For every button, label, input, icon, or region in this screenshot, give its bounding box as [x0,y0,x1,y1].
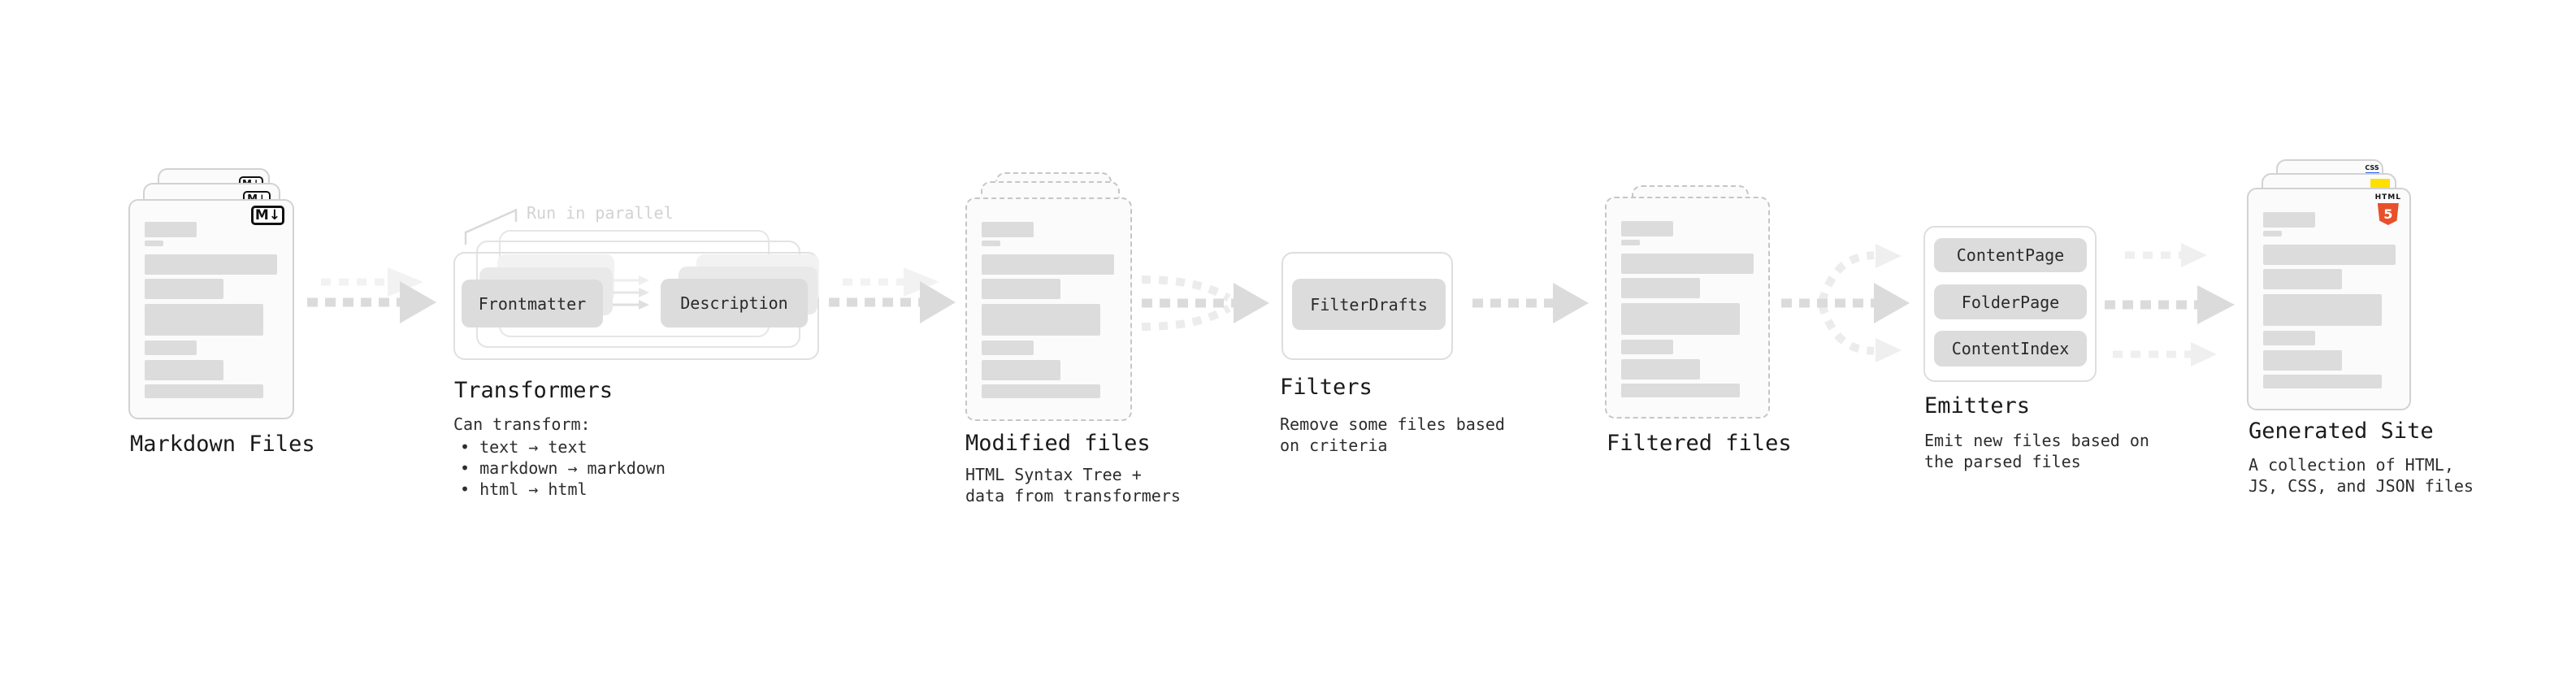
skeleton-bar [145,222,197,237]
generated-desc-line2: JS, CSS, and JSON files [2249,476,2474,496]
skeleton-bar [2263,331,2315,345]
skeleton-bar [1621,359,1700,380]
skeleton-bar [145,384,263,398]
transformers-desc-heading: Can transform: [453,414,591,434]
modified-desc-line1: HTML Syntax Tree + [965,465,1142,484]
emitters-desc-line2: the parsed files [1924,452,2081,471]
skeleton-bar [145,340,197,355]
transformers-bullet: • text → text [460,437,588,457]
skeleton-bar [2263,269,2342,289]
transformer-box-front [453,252,819,360]
transformers-bullet: • html → html [460,479,588,499]
stage-title-filters: Filters [1280,375,1373,400]
skeleton-bar [982,241,1000,246]
emitters-desc-line1: Emit new files based on [1924,431,2149,450]
skeleton-bar [145,304,263,336]
skeleton-bar [982,254,1114,275]
skeleton-bar [1621,384,1740,397]
stage-title-emitters: Emitters [1924,393,2031,419]
file-card-front: M↓ [128,199,294,419]
arrow-modified-to-filters-icon [1141,275,1269,331]
arrow-filtered-to-emitters-icon [1781,244,1910,362]
skeleton-bar [145,241,163,246]
stage-title-transformers: Transformers [454,378,614,403]
stage-title-filtered-files: Filtered files [1607,431,1792,456]
arrow-markdown-to-transformers-icon [307,267,436,323]
css-badge-label: CSS [2365,164,2379,171]
skeleton-bar [2263,350,2342,371]
skeleton-bar [1621,340,1673,354]
skeleton-bar [982,360,1060,380]
filters-desc-line1: Remove some files based [1280,414,1505,434]
arrow-filters-to-filtered-icon [1472,283,1589,323]
filterdrafts-pill: FilterDrafts [1292,279,1446,330]
skeleton-bar [2263,245,2396,265]
skeleton-bar [1621,254,1754,274]
skeleton-bar [2263,231,2282,236]
skeleton-bar [145,254,277,275]
skeleton-bar [145,360,223,380]
contentindex-pill: ContentIndex [1934,331,2087,367]
html5-badge-icon: HTML 5 [2375,194,2401,225]
html5-badge-label: HTML [2374,193,2401,202]
skeleton-bar [2263,212,2315,228]
skeleton-bar [1621,221,1673,236]
skeleton-bar [982,222,1034,237]
stage-title-generated-site: Generated Site [2249,419,2434,444]
frontmatter-pill: Frontmatter [462,280,603,327]
skeleton-bar [2263,294,2382,326]
folderpage-pill: FolderPage [1934,284,2087,319]
skeleton-bar [982,384,1100,398]
generated-desc-line1: A collection of HTML, [2249,455,2454,475]
file-card-front [1605,197,1770,419]
skeleton-bar [982,279,1060,299]
skeleton-bar [982,304,1100,336]
html5-badge-number: 5 [2383,206,2393,222]
file-card-front: HTML 5 [2247,188,2411,410]
skeleton-bar [145,279,223,299]
skeleton-bar [1621,303,1740,335]
stage-title-modified-files: Modified files [965,431,1151,456]
stage-title-markdown-files: Markdown Files [130,432,315,457]
arrow-emitters-to-generated-icon [2105,243,2235,367]
skeleton-bar [2263,375,2382,388]
file-card-front [965,197,1132,421]
skeleton-bar [1621,278,1700,298]
modified-desc-line2: data from transformers [965,486,1181,505]
skeleton-bar [982,340,1034,355]
contentpage-pill: ContentPage [1934,238,2087,272]
arrow-transformers-to-modified-icon [829,267,956,323]
markdown-icon: M↓ [251,206,284,225]
html5-shield-icon: 5 [2377,203,2399,225]
skeleton-bar [1621,240,1640,245]
transformers-bullet: • markdown → markdown [460,458,666,478]
description-pill: Description [661,279,808,327]
filters-desc-line2: on criteria [1280,436,1388,455]
run-in-parallel-note: Run in parallel [527,203,674,223]
